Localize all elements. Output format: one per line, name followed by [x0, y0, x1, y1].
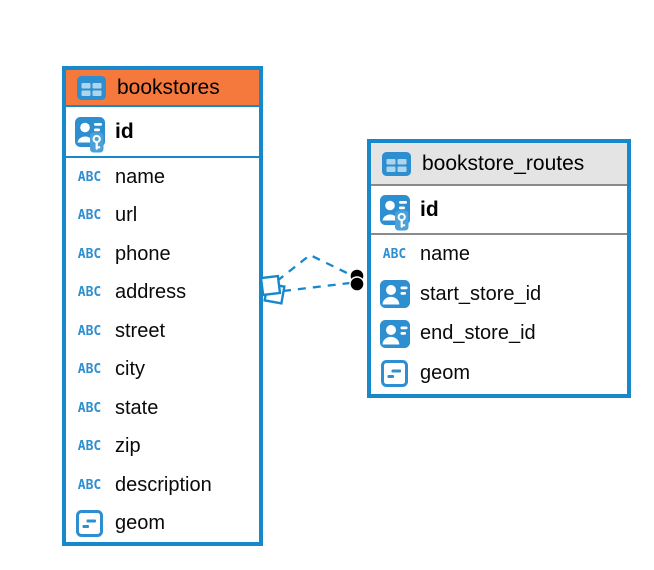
text-type-icon: ABC	[382, 247, 407, 263]
field-name: start_store_id	[420, 282, 542, 305]
primary-key-row[interactable]: id	[66, 107, 259, 158]
geometry-type-icon	[73, 510, 106, 538]
field-name: city	[115, 358, 145, 381]
field-name: address	[115, 281, 187, 304]
field-row-end_store_id[interactable]: end_store_id	[371, 314, 627, 354]
text-type-icon: ABC	[77, 477, 102, 493]
table-title: bookstores	[117, 75, 220, 99]
primary-key-icon	[73, 116, 106, 152]
relationship-line-lower[interactable]	[282, 281, 351, 293]
many-end-marker[interactable]	[259, 274, 286, 305]
relationship-line-upper[interactable]	[276, 253, 352, 282]
field-name: geom	[115, 512, 166, 535]
endpoint-dot-upper	[349, 268, 365, 284]
table-icon	[75, 75, 108, 100]
field-row-address[interactable]: ABC address	[66, 274, 259, 313]
field-row-geom[interactable]: geom	[371, 354, 627, 394]
primary-key-row[interactable]: id	[371, 186, 627, 235]
many-end-square-back	[263, 282, 286, 305]
text-type-icon: ABC	[77, 439, 102, 455]
primary-key-name: id	[115, 119, 134, 143]
primary-key-name: id	[420, 197, 439, 221]
table-header[interactable]: bookstore_routes	[371, 143, 627, 186]
text-type-icon: ABC	[77, 323, 102, 339]
field-row-geom[interactable]: geom	[66, 505, 259, 544]
table-bookstore-routes[interactable]: bookstore_routes id ABC name start_store_…	[367, 139, 631, 398]
table-title: bookstore_routes	[422, 151, 585, 175]
field-name: state	[115, 396, 159, 419]
field-row-name[interactable]: ABC name	[371, 235, 627, 275]
field-name: description	[115, 473, 212, 496]
field-row-phone[interactable]: ABC phone	[66, 235, 259, 274]
table-icon	[380, 151, 413, 176]
field-name: street	[115, 319, 166, 342]
primary-key-icon	[378, 194, 411, 230]
text-type-icon: ABC	[77, 285, 102, 301]
field-row-start_store_id[interactable]: start_store_id	[371, 275, 627, 315]
field-name: name	[115, 165, 166, 188]
field-list: ABC name start_store_id end_store_id geom	[371, 235, 627, 393]
field-name: geom	[420, 361, 471, 384]
foreign-key-icon	[378, 319, 411, 348]
text-type-icon: ABC	[77, 400, 102, 416]
geometry-type-icon	[378, 359, 411, 387]
field-name: url	[115, 204, 138, 227]
relationship-endpoint-dots[interactable]	[349, 268, 365, 292]
text-type-icon: ABC	[77, 362, 102, 378]
text-type-icon: ABC	[77, 169, 102, 185]
field-row-city[interactable]: ABC city	[66, 351, 259, 390]
field-row-state[interactable]: ABC state	[66, 389, 259, 428]
field-name: zip	[115, 435, 141, 458]
field-row-url[interactable]: ABC url	[66, 197, 259, 236]
table-header[interactable]: bookstores	[66, 70, 259, 107]
text-type-icon: ABC	[77, 208, 102, 224]
field-row-name[interactable]: ABC name	[66, 158, 259, 197]
endpoint-dot-lower	[349, 276, 365, 292]
field-name: name	[420, 243, 471, 266]
many-end-square-front	[259, 274, 282, 297]
text-type-icon: ABC	[77, 246, 102, 262]
field-row-description[interactable]: ABC description	[66, 466, 259, 505]
field-name: phone	[115, 242, 171, 265]
field-row-zip[interactable]: ABC zip	[66, 428, 259, 467]
foreign-key-icon	[378, 280, 411, 309]
field-row-street[interactable]: ABC street	[66, 312, 259, 351]
field-name: end_store_id	[420, 322, 536, 345]
